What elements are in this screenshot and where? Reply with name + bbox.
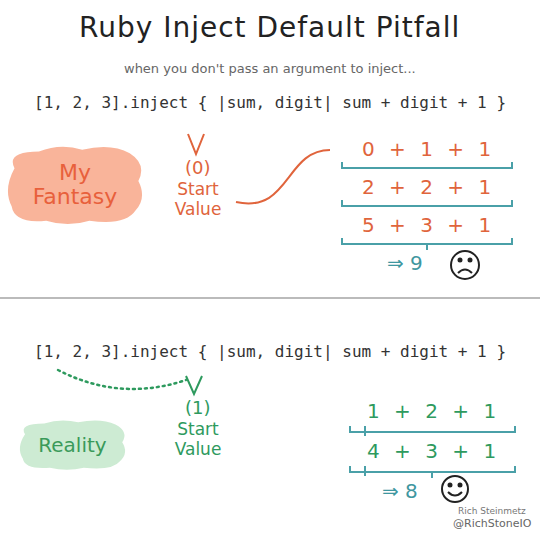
sad-face: [451, 251, 479, 279]
calc-row: 4 + 3 + 1: [367, 440, 496, 463]
result: ⇒ 8: [382, 480, 418, 503]
row-brackets: [350, 426, 515, 478]
signature: @RichStoneIO: [453, 518, 531, 531]
signature: Rich Steinmetz: [458, 506, 526, 516]
node-text: Reality: [38, 434, 107, 456]
calc-row: 0 + 1 + 1: [362, 138, 491, 161]
separator: [0, 297, 540, 299]
start-number: (0): [185, 158, 211, 179]
result: ⇒ 9: [387, 252, 423, 275]
row-brackets: [342, 162, 512, 250]
v-mark: [186, 376, 202, 394]
code-line: [1, 2, 3].inject { |sum, digit| sum + di…: [34, 94, 506, 112]
v-mark: [188, 134, 204, 154]
blob-node: My Fantasy: [3, 143, 147, 227]
calc-row: 1 + 2 + 1: [367, 400, 496, 423]
start-value: Start Value: [163, 180, 233, 219]
calc-row: 5 + 3 + 1: [362, 214, 491, 237]
code-line: [1, 2, 3].inject { |sum, digit| sum + di…: [34, 343, 506, 361]
calc-row: 2 + 2 + 1: [362, 176, 491, 199]
subtitle: when you don't pass an argument to injec…: [124, 62, 416, 77]
leader-line: [236, 150, 330, 203]
happy-face: [442, 476, 468, 502]
blob-node: Reality: [16, 418, 129, 472]
dotted-arrow: [58, 370, 186, 389]
title: Ruby Inject Default Pitfall: [79, 12, 460, 44]
node-text: My Fantasy: [25, 161, 125, 209]
start-number: (1): [185, 398, 211, 419]
start-value: Start Value: [163, 420, 233, 459]
